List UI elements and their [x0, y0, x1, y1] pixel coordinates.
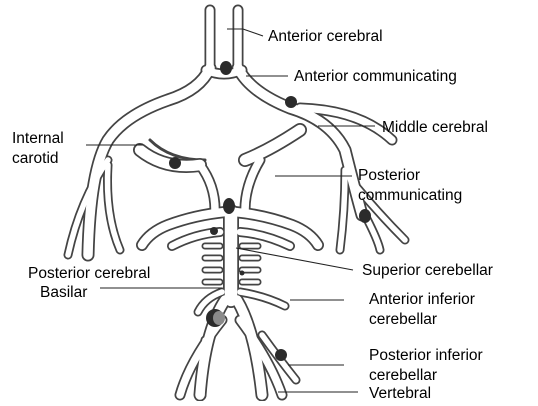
- label-anterior-cerebral: Anterior cerebral: [268, 28, 383, 45]
- label-anterior-inferior-cerebellar-line2: cerebellar: [369, 311, 437, 328]
- aneurysm-basilar-tip: [223, 198, 235, 214]
- label-posterior-communicating-line2: communicating: [358, 187, 462, 204]
- label-posterior-communicating-line1: Posterior: [358, 167, 420, 184]
- aneurysm-posterior-inferior-cerebellar: [275, 349, 287, 361]
- vessel-ica-right: [245, 130, 300, 160]
- label-internal-carotid-line2: carotid: [12, 150, 59, 167]
- aneurysm-middle-cerebral-right: [285, 96, 297, 108]
- leader-anterior-cerebral: [227, 29, 263, 36]
- vessel-posterior-communicating-right: [245, 160, 260, 210]
- aneurysm-internal-carotid: [169, 157, 181, 169]
- label-vertebral: Vertebral: [369, 385, 431, 401]
- label-middle-cerebral: Middle cerebral: [382, 119, 488, 136]
- label-basilar: Basilar: [40, 284, 87, 301]
- label-anterior-communicating: Anterior communicating: [294, 68, 457, 85]
- vessel-left-lower-branch-b: [108, 165, 121, 250]
- label-superior-cerebellar: Superior cerebellar: [362, 262, 493, 279]
- aneurysm-anterior-communicating: [220, 61, 232, 75]
- label-internal-carotid-line1: Internal: [12, 130, 64, 147]
- aneurysm-small-basilar: [240, 271, 245, 276]
- aneurysm-vertebrobasilar-shaded: [213, 311, 225, 325]
- aneurysm-middle-cerebral-branch: [359, 209, 371, 223]
- label-anterior-inferior-cerebellar-line1: Anterior inferior: [369, 291, 475, 308]
- label-posterior-inferior-cerebellar-line2: cerebellar: [369, 367, 437, 384]
- label-posterior-cerebral: Posterior cerebral: [28, 265, 150, 282]
- aneurysm-superior-cerebellar: [210, 227, 218, 235]
- label-posterior-inferior-cerebellar-line1: Posterior inferior: [369, 347, 483, 364]
